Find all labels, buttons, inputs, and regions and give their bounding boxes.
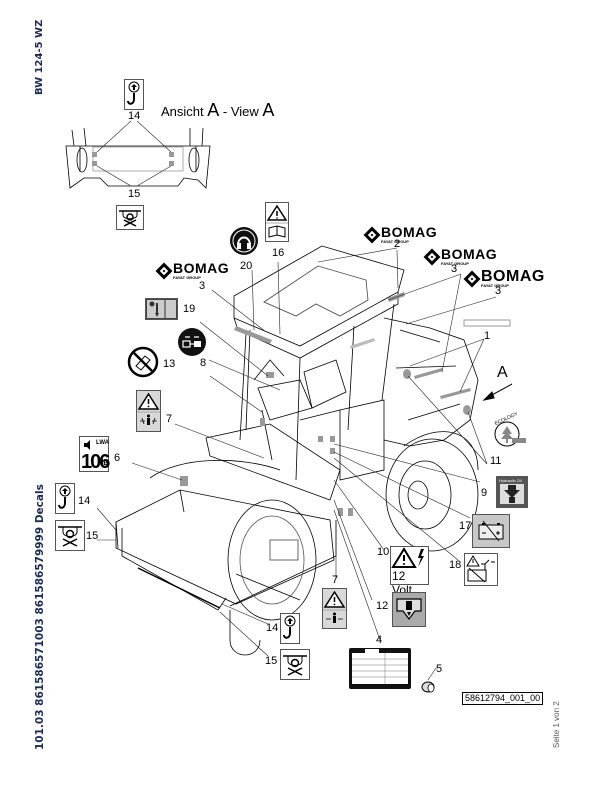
bomag-diamond-icon — [463, 270, 481, 288]
tie-down-decal — [280, 649, 310, 680]
callout-number: 8 — [200, 357, 207, 369]
warning-triangle-icon — [266, 204, 288, 238]
callout-number: 19 — [183, 303, 196, 315]
filler-arrow-icon — [396, 598, 422, 620]
type-plate-icon — [352, 649, 408, 684]
view-arrow-label: A — [497, 364, 508, 381]
lifting-hook-icon — [127, 81, 140, 105]
seat-adjust-icon — [147, 300, 176, 318]
battery-icon — [478, 520, 504, 542]
tie-down-icon — [119, 210, 141, 227]
bomag-diamond-icon — [363, 226, 381, 244]
callout-number: 1 — [484, 330, 491, 342]
callout-number: 15 — [265, 655, 278, 667]
tie-down-icon — [58, 526, 82, 547]
ecology-decal: ECOLOGY — [492, 411, 528, 448]
callout-number: 7 — [332, 574, 339, 586]
hydraulic-oil-icon — [500, 484, 524, 504]
rear-wheel-drawing — [385, 431, 479, 552]
callout-number: 3 — [495, 285, 502, 297]
callout-number: 15 — [86, 530, 99, 542]
type-plate-decal — [349, 648, 411, 689]
view-a-rear-drawing — [65, 127, 211, 189]
plug-part — [420, 678, 436, 694]
callout-number: 6 — [114, 452, 121, 464]
callout-number: 9 — [481, 487, 488, 499]
canopy-drawing — [233, 245, 405, 481]
callout-number: 14 — [266, 622, 279, 634]
callout-number: 13 — [163, 358, 176, 370]
lifting-point-decal — [280, 613, 300, 644]
seat-belt-decal — [178, 328, 206, 356]
lifting-hook-icon — [58, 485, 71, 509]
callout-number: 7 — [166, 413, 173, 425]
callout-number: 18 — [449, 559, 462, 571]
sound-level-decal: LWA 106 dB — [79, 436, 110, 473]
callout-number: 16 — [272, 247, 285, 259]
seat-adjustment-decal — [145, 298, 178, 320]
lifting-point-decal — [55, 483, 75, 514]
seat-belt-icon — [182, 336, 201, 348]
callout-number: 5 — [436, 663, 443, 675]
battery-decal — [472, 514, 510, 548]
crush-warning-decal — [322, 588, 347, 629]
filler-decal — [392, 592, 426, 627]
crush-hazard-icon — [323, 590, 346, 623]
hydraulic-oil-decal: Hydraulic Oil — [496, 476, 528, 508]
callout-number: 2 — [394, 238, 401, 250]
ear-protection-icon — [232, 229, 256, 253]
plug-icon — [421, 681, 435, 693]
bomag-diamond-icon — [423, 248, 441, 266]
ear-protection-decal — [230, 227, 258, 255]
tie-down-icon — [283, 655, 307, 676]
battery-disconnect-icon — [466, 555, 495, 583]
bomag-diamond-icon — [155, 262, 173, 280]
callout-number: 17 — [459, 520, 472, 532]
read-manual-warning-decal — [265, 202, 289, 242]
no-phone-icon — [127, 346, 159, 378]
electrical-hazard-icon — [391, 547, 424, 568]
callout-number: 15 — [128, 188, 141, 200]
drawing-number: 58612794_001_00 — [462, 692, 544, 705]
callout-number: 12 — [376, 600, 389, 612]
callout-number: 4 — [376, 634, 383, 646]
crush-hazard-icon — [137, 392, 160, 425]
electrical-warning-decal: 12 Volt — [390, 546, 429, 597]
callout-number: 10 — [377, 546, 390, 558]
lifting-point-decal — [124, 79, 144, 110]
tie-down-decal — [55, 520, 85, 551]
lifting-hook-icon — [283, 615, 296, 639]
ecology-tree-icon — [494, 421, 526, 447]
callout-number: 11 — [490, 455, 502, 467]
drum-frame-drawing — [115, 423, 341, 656]
callout-number: 3 — [199, 280, 206, 292]
crush-warning-decal — [136, 390, 161, 432]
callout-number: 3 — [451, 263, 458, 275]
callout-number: 14 — [128, 110, 141, 122]
view-a-label: Ansicht A - View A — [161, 100, 275, 120]
no-phone-decal — [127, 346, 159, 378]
engine-hood-drawing — [253, 317, 479, 481]
speaker-icon — [84, 440, 90, 450]
callout-number: 20 — [240, 260, 253, 272]
battery-disconnect-decal — [464, 553, 498, 586]
tie-down-decal — [116, 205, 144, 230]
callout-number: 14 — [78, 495, 91, 507]
